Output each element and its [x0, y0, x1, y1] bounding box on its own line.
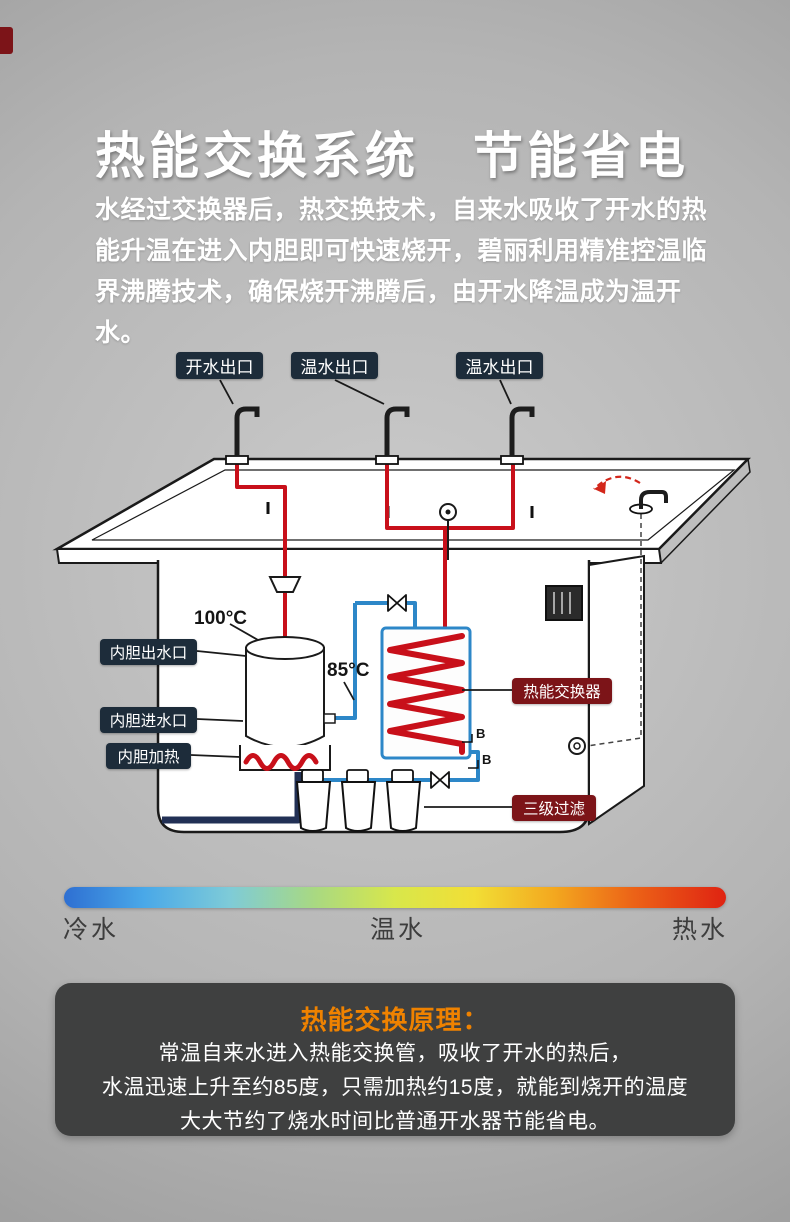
pointer-lines — [190, 379, 512, 808]
b-connector-marks — [462, 734, 479, 769]
warm-faucet-2 — [500, 406, 535, 465]
tank-inlet-pipe — [334, 603, 357, 720]
filter-cartridges — [295, 769, 422, 832]
principle-box: 热能交换原理： 常温自来水进入热能交换管，吸收了开水的热后， 水温迅速上升至约8… — [55, 983, 735, 1136]
outlet-label-warm-1: 温水出口 — [291, 352, 378, 379]
heater-tray — [239, 745, 331, 771]
bar-label-hot: 热水 — [672, 916, 729, 944]
drain-dashed-line — [586, 514, 642, 747]
inner-tank — [245, 576, 336, 748]
tank-funnel — [268, 576, 302, 593]
top-valve — [387, 594, 407, 612]
warm-faucet-1 — [375, 406, 410, 465]
filter-3 — [385, 781, 422, 832]
swivel-faucet — [593, 475, 668, 515]
filter-2 — [340, 781, 377, 832]
temp-boiling: 100°C — [194, 608, 248, 629]
principle-line-3: 大大节约了烧水时间比普通开水器节能省电。 — [180, 1110, 610, 1133]
principle-line-2: 水温迅速上升至约85度，只需加热约15度，就能到烧开的温度 — [101, 1076, 689, 1099]
valve-feed-pipe — [355, 601, 417, 628]
bar-label-cold: 冷水 — [63, 916, 120, 944]
bottom-valve — [430, 771, 450, 789]
tank-inlet-fitting — [323, 713, 336, 724]
power-box — [545, 585, 583, 621]
temperature-gradient-bar — [64, 887, 726, 908]
heating-element — [243, 753, 319, 771]
faucets — [225, 406, 668, 515]
page-title: 热能交换系统 节能省电 — [95, 127, 689, 184]
counter — [52, 457, 751, 564]
swivel-arrow-arc — [593, 475, 641, 490]
label-tank-inlet: 内胆进水口 — [100, 707, 197, 733]
heat-exchanger — [380, 626, 479, 769]
filter-1 — [295, 781, 332, 832]
exchanger-coil — [387, 633, 465, 755]
principle-line-1: 常温自来水进入热能交换管，吸收了开水的热后， — [158, 1042, 632, 1065]
temp-preheated: 85°C — [327, 660, 370, 681]
swivel-arrowhead — [594, 481, 606, 494]
corner-tab — [0, 27, 13, 54]
hot-water-pipes — [235, 456, 515, 642]
drain-outlet — [568, 737, 586, 755]
boiling-faucet — [225, 406, 260, 465]
bar-label-warm: 温水 — [370, 916, 427, 944]
connector-b2: B — [482, 752, 492, 767]
valves — [387, 594, 450, 789]
warm-manifold-pipe — [385, 456, 515, 530]
system-diagram — [52, 379, 751, 834]
label-tank-heater: 内胆加热 — [106, 743, 191, 769]
boiling-pipe — [235, 456, 287, 577]
label-heat-exchanger: 热能交换器 — [512, 678, 612, 704]
outlet-label-warm-2: 温水出口 — [456, 352, 543, 379]
intro-paragraph: 水经过交换器后，热交换技术，自来水吸收了开水的热能升温在进入内胆即可快速烧开，碧… — [95, 196, 708, 347]
label-filter: 三级过滤 — [512, 795, 596, 821]
outlet-label-boiling: 开水出口 — [176, 352, 263, 379]
label-tank-outlet: 内胆出水口 — [100, 639, 197, 665]
counter-fitting — [439, 503, 457, 560]
connector-b1: B — [476, 726, 486, 741]
principle-title: 热能交换原理： — [300, 1005, 490, 1035]
